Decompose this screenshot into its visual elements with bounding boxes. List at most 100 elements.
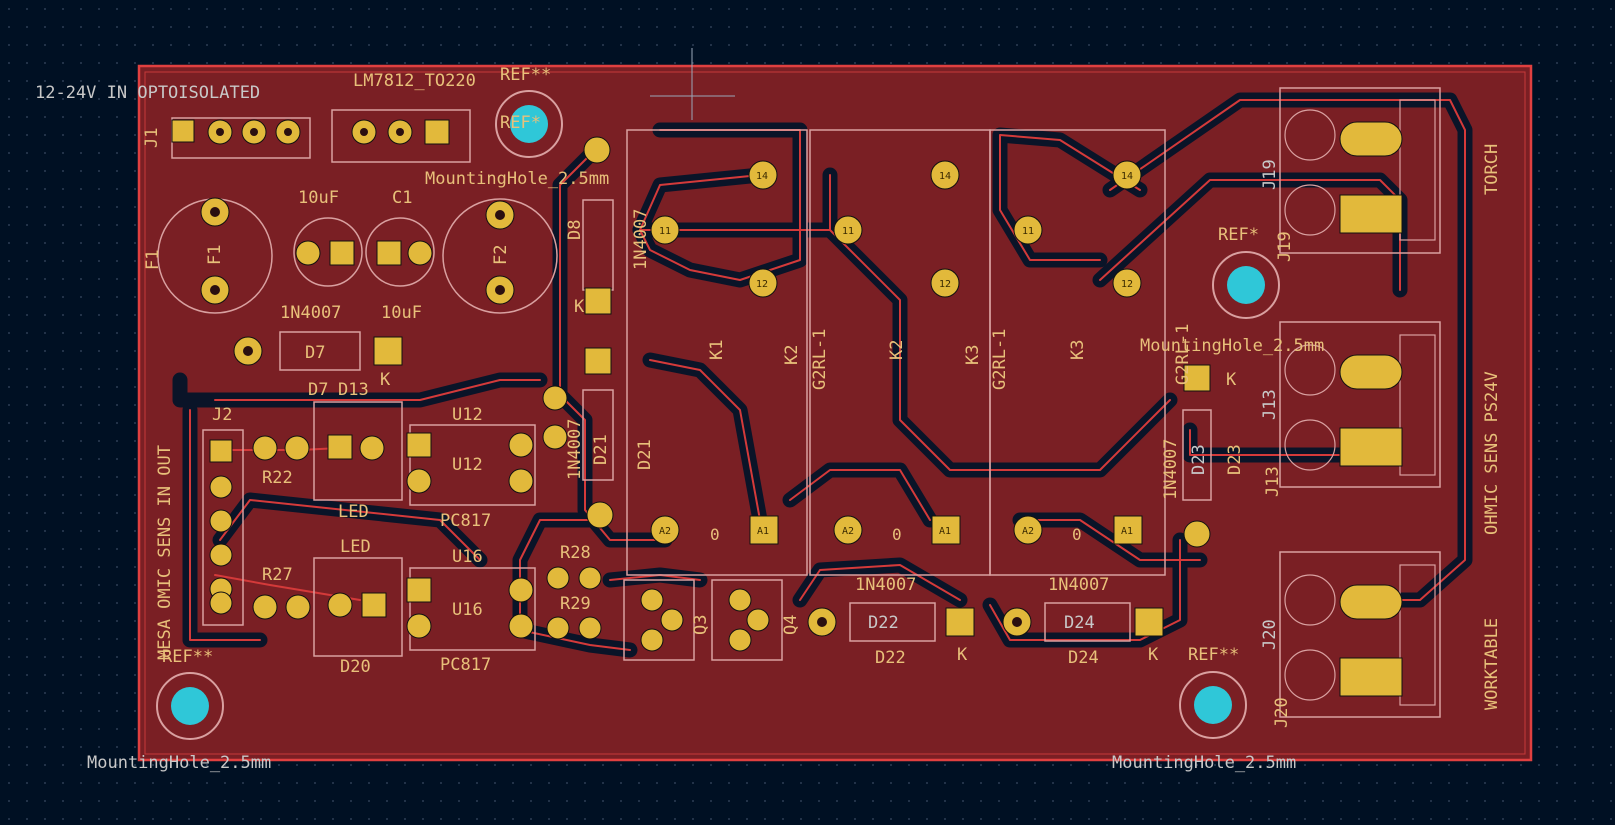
pads[interactable]: [171, 119, 1403, 697]
svg-text:11: 11: [659, 226, 671, 237]
svg-text:14: 14: [939, 171, 951, 182]
pad-round[interactable]: [930, 268, 960, 298]
pad-square[interactable]: [1134, 607, 1164, 637]
svg-text:11: 11: [1022, 226, 1034, 237]
label-cap: 10uF: [298, 188, 339, 208]
pad-round[interactable]: [285, 594, 311, 620]
pad-round[interactable]: [542, 424, 568, 450]
pad-round[interactable]: [508, 432, 534, 458]
pad-square[interactable]: [406, 577, 432, 603]
label-f1: F1: [143, 250, 163, 270]
pad-round[interactable]: [833, 215, 863, 245]
pad-round[interactable]: [546, 566, 570, 590]
pad-square[interactable]: [1113, 515, 1143, 545]
pad-round[interactable]: [1013, 515, 1043, 545]
pad-square[interactable]: [1339, 194, 1403, 234]
pad-round[interactable]: [1112, 160, 1142, 190]
pad-round[interactable]: [209, 509, 233, 533]
pad-square[interactable]: [361, 592, 387, 618]
pad-round[interactable]: [640, 588, 664, 612]
pad-oval[interactable]: [1339, 584, 1403, 620]
pad-square[interactable]: [376, 240, 402, 266]
screw-icon: [1284, 419, 1336, 471]
pad-square[interactable]: [406, 432, 432, 458]
pad-round[interactable]: [586, 501, 614, 529]
pad-square[interactable]: [209, 439, 233, 463]
pad-round[interactable]: [746, 608, 770, 632]
pad-square[interactable]: [373, 336, 403, 366]
pad-round[interactable]: [406, 468, 432, 494]
pad-round[interactable]: [252, 435, 278, 461]
pad-square[interactable]: [329, 240, 355, 266]
label-d20: D20: [340, 657, 371, 677]
pad-round[interactable]: [650, 515, 680, 545]
screw-icon: [1284, 574, 1336, 626]
pad-square[interactable]: [584, 287, 612, 315]
pad-round[interactable]: [252, 594, 278, 620]
pad-round[interactable]: [833, 515, 863, 545]
pad-round[interactable]: [728, 588, 752, 612]
pad-round[interactable]: [660, 608, 684, 632]
label-r22: R22: [262, 468, 293, 488]
pad-round[interactable]: [406, 613, 432, 639]
pad-round[interactable]: [1112, 268, 1142, 298]
label-k2: K2: [887, 340, 907, 360]
mounting-holes[interactable]: [156, 90, 1280, 740]
label-k: K: [1148, 645, 1159, 665]
pad-square[interactable]: [171, 119, 195, 143]
pad-square[interactable]: [424, 119, 450, 145]
pad-round[interactable]: [327, 592, 353, 618]
pad-square[interactable]: [931, 515, 961, 545]
pad-round[interactable]: [284, 435, 310, 461]
pad-round[interactable]: [748, 268, 778, 298]
label-mounting-hole: MountingHole_2.5mm: [87, 753, 271, 773]
pin-labels: 14 11 12 14 11 12 14 11 12 A2 A1 A2 A1 A…: [659, 171, 1133, 537]
pad-round[interactable]: [748, 160, 778, 190]
label-j2: J2: [212, 405, 232, 425]
label-torch: TORCH: [1482, 144, 1502, 195]
pad-oval[interactable]: [1339, 354, 1403, 390]
pad-square[interactable]: [327, 434, 353, 460]
label-d8-part: 1N4007: [631, 209, 651, 270]
label-pc817: PC817: [440, 511, 491, 531]
pad-round[interactable]: [209, 591, 233, 615]
terminal-block-features: [1284, 99, 1436, 706]
pad-round[interactable]: [578, 566, 602, 590]
pad-square[interactable]: [1183, 364, 1211, 392]
pad-round[interactable]: [209, 543, 233, 567]
pad-round[interactable]: [359, 435, 385, 461]
pad-round[interactable]: [508, 613, 534, 639]
pad-square[interactable]: [749, 515, 779, 545]
svg-text:14: 14: [756, 171, 768, 182]
pad-round[interactable]: [546, 616, 570, 640]
pad-round[interactable]: [508, 577, 534, 603]
pad-square[interactable]: [584, 347, 612, 375]
label-worktable: WORKTABLE: [1482, 618, 1502, 710]
pad-round[interactable]: [508, 468, 534, 494]
pad-round[interactable]: [578, 616, 602, 640]
pad-round[interactable]: [640, 628, 664, 652]
svg-text:A2: A2: [1022, 526, 1034, 537]
pad-round[interactable]: [583, 136, 611, 164]
pad-round[interactable]: [728, 628, 752, 652]
pad-square[interactable]: [1339, 657, 1403, 697]
pad-round[interactable]: [930, 160, 960, 190]
label-mounting-hole: MountingHole_2.5mm: [425, 169, 609, 189]
label-mounting-hole: MountingHole_2.5mm: [1112, 753, 1296, 773]
label-q4: Q4: [781, 615, 801, 635]
pad-square[interactable]: [1339, 427, 1403, 467]
pad-round[interactable]: [1183, 520, 1211, 548]
pad-round[interactable]: [295, 240, 321, 266]
cursor-crosshair: [650, 48, 735, 120]
pad-round[interactable]: [407, 240, 433, 266]
label-diode: 1N4007: [280, 303, 341, 323]
pad-square[interactable]: [945, 607, 975, 637]
pad-round[interactable]: [209, 475, 233, 499]
pad-round[interactable]: [542, 385, 568, 411]
pad-round[interactable]: [650, 215, 680, 245]
q3-outline: [623, 579, 695, 661]
pad-round[interactable]: [1013, 215, 1043, 245]
label-led: LED: [338, 502, 369, 522]
pad-oval[interactable]: [1339, 121, 1403, 157]
